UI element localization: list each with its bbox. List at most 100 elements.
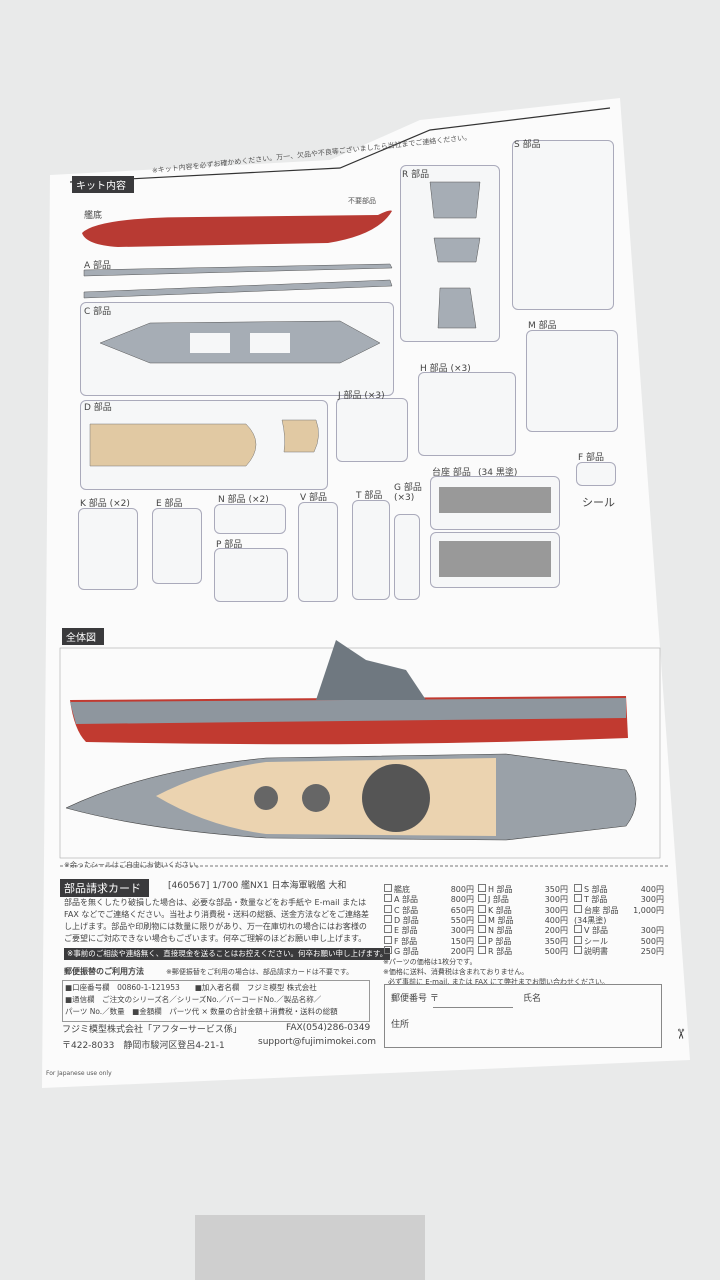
price-item[interactable]: D 部品 550円 xyxy=(384,914,474,926)
price-item[interactable]: T 部品 300円 xyxy=(574,894,664,905)
c-parts-label: C 部品 xyxy=(84,307,112,317)
base-parts-note: (34 黒塗) xyxy=(478,468,518,478)
part-name: T 部品 xyxy=(584,895,608,905)
n-parts-label: N 部品 (×2) xyxy=(218,495,269,505)
part-price: 550円 xyxy=(450,915,474,925)
checkbox[interactable] xyxy=(384,914,392,923)
a-parts-drawing xyxy=(83,263,393,299)
part-price: 300円 xyxy=(640,895,664,905)
p-parts-box xyxy=(214,548,288,602)
checkbox[interactable] xyxy=(384,925,392,934)
part-price: 400円 xyxy=(640,885,664,894)
part-name: H 部品 xyxy=(488,885,513,894)
checkbox[interactable] xyxy=(574,945,582,954)
postal-line-2: ■通信欄 ご注文のシリーズ名／シリーズNo.／バーコードNo.／製品名称／ xyxy=(65,995,322,1004)
f-parts-label: F 部品 xyxy=(578,453,605,463)
price-item[interactable]: 台座 部品 1,000円 xyxy=(574,904,664,916)
part-name: A 部品 xyxy=(394,895,419,905)
checkbox[interactable] xyxy=(384,894,392,903)
price-item[interactable]: H 部品 350円 xyxy=(478,884,568,895)
postal-code-field[interactable] xyxy=(433,1007,513,1008)
t-parts-label: T 部品 xyxy=(356,491,383,501)
g-parts-label: G 部品 (×3) xyxy=(394,483,422,503)
part-price: 500円 xyxy=(640,936,664,946)
part-price: 300円 xyxy=(450,926,474,936)
company-name: フジミ模型株式会社「アフターサービス係」 xyxy=(62,1025,242,1035)
part-price: 300円 xyxy=(640,926,664,936)
part-price: 300円 xyxy=(544,895,568,905)
price-item[interactable]: (34黒塗) xyxy=(574,915,664,926)
checkbox[interactable] xyxy=(384,904,392,913)
checkbox[interactable] xyxy=(384,935,392,944)
part-name: S 部品 xyxy=(584,885,608,894)
part-name: 艦底 xyxy=(394,885,410,894)
postal-line-1: ■口座番号欄 00860-1-121953 ■加入者名欄 フジミ模型 株式会社 xyxy=(65,983,317,992)
part-name: 台座 部品 xyxy=(584,905,619,915)
company-email[interactable]: support@fujimimokei.com xyxy=(258,1037,376,1047)
hull-part-drawing xyxy=(82,210,392,247)
checkbox[interactable] xyxy=(574,904,582,913)
base-parts-box-top xyxy=(430,476,560,530)
postal-note: ※郵便振替をご利用の場合は、部品請求カードは不要です。 xyxy=(166,968,354,976)
r-parts-label: R 部品 xyxy=(402,170,430,180)
kit-contents-header: キット内容 xyxy=(72,176,134,193)
n-parts-box xyxy=(214,504,286,534)
seal-label: シール xyxy=(582,496,615,509)
part-price: 300円 xyxy=(544,905,568,915)
part-price: 350円 xyxy=(544,885,568,894)
part-name: J 部品 xyxy=(488,895,509,905)
price-item[interactable]: S 部品 400円 xyxy=(574,884,664,895)
part-name: D 部品 xyxy=(394,915,419,925)
f-parts-box xyxy=(576,462,616,486)
address-form: 郵便番号 〒 氏名 住所 xyxy=(384,984,662,1048)
postal-info-box: ■口座番号欄 00860-1-121953 ■加入者名欄 フジミ模型 株式会社 … xyxy=(62,980,370,1022)
part-price: 200円 xyxy=(450,946,474,956)
h-parts-label: H 部品 (×3) xyxy=(420,364,471,374)
checkbox[interactable] xyxy=(478,914,486,923)
checkbox[interactable] xyxy=(574,884,582,892)
part-name: R 部品 xyxy=(488,946,513,956)
scissors-icon: ✂ xyxy=(671,1028,688,1040)
name-label: 氏名 xyxy=(523,994,542,1004)
product-name: [460567] 1/700 艦NX1 日本海軍戦艦 大和 xyxy=(168,881,347,891)
d-parts-drawing xyxy=(89,419,319,467)
postal-line-3: パーツ No.／数量 ■金額欄 パーツ代 × 数量の合計金額＋消費税・送料の総額 xyxy=(65,1007,338,1016)
checkbox[interactable] xyxy=(574,935,582,944)
s-parts-label: S 部品 xyxy=(514,140,541,150)
t-parts-box xyxy=(352,500,390,600)
base-parts-box-bottom xyxy=(430,532,560,588)
a-parts-label: A 部品 xyxy=(84,261,112,271)
postal-title: 郵便振替のご利用方法 xyxy=(64,967,144,976)
price-item[interactable]: R 部品 500円 xyxy=(478,945,568,957)
postal-code-label: 郵便番号 〒 xyxy=(391,994,439,1004)
checkbox[interactable] xyxy=(478,935,486,944)
order-card-body-2: FAX などでご連絡ください。当社より消費税・送料の総額、送金方法などをご連絡差 xyxy=(64,910,370,919)
address-label: 住所 xyxy=(391,1020,410,1030)
checkbox[interactable] xyxy=(478,884,486,892)
checkbox[interactable] xyxy=(574,925,582,934)
checkbox[interactable] xyxy=(478,894,486,903)
checkbox[interactable] xyxy=(384,884,392,892)
checkbox[interactable] xyxy=(478,945,486,954)
price-item[interactable]: J 部品 300円 xyxy=(478,894,568,905)
checkbox[interactable] xyxy=(574,894,582,903)
part-name: F 部品 xyxy=(394,936,418,946)
checkbox[interactable] xyxy=(478,904,486,913)
checkbox[interactable] xyxy=(384,945,392,954)
part-price: 500円 xyxy=(544,946,568,956)
part-price: 1,000円 xyxy=(633,905,664,915)
checkbox[interactable] xyxy=(478,925,486,934)
